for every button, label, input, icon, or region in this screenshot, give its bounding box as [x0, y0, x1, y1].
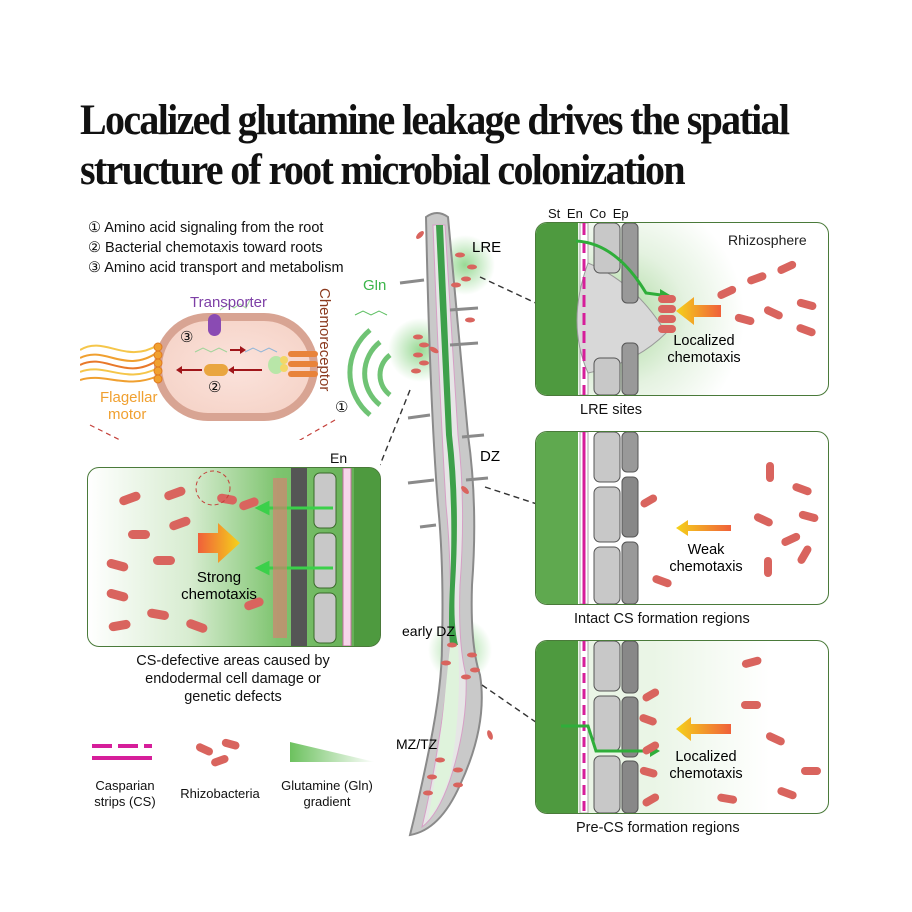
- en-label-left: En: [330, 450, 348, 466]
- bacterium-diagram: Transporter Flagellar motor Chemorecepto…: [80, 280, 392, 440]
- weak-chemotaxis-arrow: [676, 520, 731, 536]
- weak-label: Weak: [688, 542, 726, 558]
- root-diagram: LRE DZ early DZ MZ/TZ: [380, 212, 540, 837]
- key-steps-list: ① Amino acid signaling from the root ② B…: [88, 218, 344, 278]
- title-line-1: Localized glutamine leakage drives the s…: [80, 97, 790, 144]
- rhizobacteria-group: [658, 260, 817, 337]
- flagella-icon: [80, 344, 159, 383]
- gln-label: Gln: [363, 280, 386, 294]
- stele: [436, 225, 458, 645]
- stele-region: [354, 468, 380, 646]
- title-line-2: structure of root microbial colonization: [80, 147, 686, 194]
- localized-chemotaxis-arrow: [676, 717, 731, 741]
- chemotaxis-label: chemotaxis: [667, 350, 740, 366]
- chemotaxis-label: chemotaxis: [669, 559, 742, 575]
- key-step-2: ② Bacterial chemotaxis toward roots: [88, 240, 323, 256]
- left-panel-caption: CS-defective areas caused by endodermal …: [136, 653, 330, 705]
- key-step-1: ① Amino acid signaling from the root: [88, 220, 324, 236]
- localized-label: Localized: [675, 749, 736, 765]
- lre-illustration: Rhizosphere Localized chemotaxis: [536, 223, 817, 395]
- localized-label: Localized: [673, 333, 734, 349]
- chemoreceptor-label: Chemoreceptor: [316, 288, 333, 391]
- lre-sites-panel: Rhizosphere Localized chemotaxis: [535, 222, 829, 396]
- root-bacteria: [411, 231, 493, 796]
- strong-chemotaxis-arrow: [198, 523, 240, 563]
- figure-title: Localized glutamine leakage drives the s…: [80, 96, 805, 196]
- pre-cs-caption: Pre-CS formation regions: [576, 820, 740, 836]
- metabolite-molecule-icon: [244, 347, 278, 353]
- legend-casparian-label: Casparian strips (CS): [94, 778, 156, 809]
- epidermis-layer: [291, 468, 307, 646]
- lre-label: LRE: [472, 239, 501, 256]
- connector-lines: [380, 276, 540, 726]
- flagellar-motor-label-2: motor: [108, 406, 146, 423]
- flagellar-motor-icon: [153, 342, 163, 384]
- endodermis-layer: [342, 468, 352, 646]
- intact-cs-caption: Intact CS formation regions: [574, 611, 750, 627]
- chemotaxis-label: chemotaxis: [669, 766, 742, 782]
- layer-labels: St En Co Ep: [548, 206, 629, 221]
- glutamine-gradient-icon: [290, 742, 375, 762]
- gln-signal-waves-icon: [347, 328, 392, 417]
- rhizobacteria-group: [640, 462, 819, 588]
- gln-efflux-arrow: [575, 239, 662, 297]
- rhizobacteria-group: [106, 478, 287, 638]
- key-step-3: ③ Amino acid transport and metabolism: [88, 260, 344, 276]
- stele-region: [536, 223, 578, 395]
- rhizosphere-label: Rhizosphere: [728, 232, 807, 248]
- step-1-marker: ①: [335, 399, 348, 416]
- strong-label: Strong: [197, 569, 241, 586]
- transporter-icon: [208, 314, 221, 336]
- legend-icons: [92, 738, 375, 767]
- pre-cs-panel: Localized chemotaxis: [535, 640, 829, 814]
- rhizobacteria-group: [639, 656, 821, 807]
- cs-defective-illustration: Strong chemotaxis: [106, 468, 380, 646]
- gln-leakage-arrow: [561, 724, 651, 753]
- dz-label: DZ: [480, 448, 500, 465]
- localized-chemotaxis-arrow: [676, 297, 721, 325]
- glutamine-molecule-icon: [354, 310, 388, 316]
- rhizobacteria-icon: [195, 738, 240, 767]
- flagellar-motor-label: Flagellar: [100, 389, 158, 406]
- legend-glutamine-label: Glutamine (Gln) gradient: [281, 778, 373, 809]
- transporter-label: Transporter: [190, 294, 267, 311]
- lre-sites-caption: LRE sites: [580, 402, 643, 418]
- chemoreceptor-icon: [268, 351, 318, 377]
- che-protein-icon: [204, 364, 228, 376]
- glutamine-molecule-icon: [219, 299, 251, 311]
- step-3-marker: ③: [180, 329, 193, 346]
- step-2-marker: ②: [208, 379, 221, 396]
- glutamine-molecule-icon: [194, 347, 228, 353]
- signaling-arrow-icon: [176, 366, 262, 374]
- casparian-strip-icon: [92, 744, 152, 760]
- mz-tz-label: MZ/TZ: [396, 736, 438, 752]
- stele-region: [536, 432, 578, 604]
- root-hairs: [399, 278, 489, 529]
- chemotaxis-label: chemotaxis: [181, 586, 257, 603]
- legend-rhizobacteria-label: Rhizobacteria: [180, 786, 260, 801]
- intact-cs-panel: Weak chemotaxis: [535, 431, 829, 605]
- pre-cs-illustration: Localized chemotaxis: [536, 641, 821, 813]
- cs-defective-panel: Strong chemotaxis: [87, 467, 381, 647]
- early-dz-label: early DZ: [402, 623, 455, 639]
- intact-cs-illustration: Weak chemotaxis: [536, 432, 819, 604]
